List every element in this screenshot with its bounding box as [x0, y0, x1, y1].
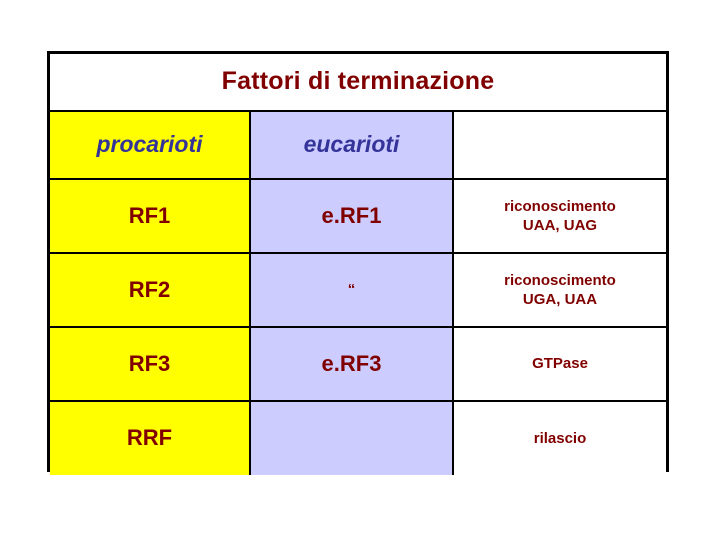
- prokaryote-factor-label: RF1: [128, 202, 171, 228]
- table-row: RF3 e.RF3 GTPase: [50, 326, 666, 402]
- column-header-eukaryotes: eucarioti: [249, 110, 454, 180]
- cell-prokaryote-rf2: RF2: [50, 252, 251, 328]
- cell-prokaryote-rf1: RF1: [50, 178, 251, 254]
- cell-eukaryote-empty: [249, 400, 454, 475]
- cell-function-rf1: riconoscimento UAA, UAG: [452, 178, 666, 254]
- function-line-2: UGA, UAA: [522, 291, 598, 308]
- function-line-1: rilascio: [533, 429, 587, 447]
- function-line-1: riconoscimento: [504, 271, 616, 289]
- function-line-1: riconoscimento: [504, 197, 616, 215]
- column-header-prokaryotes-label: procarioti: [96, 131, 203, 158]
- cell-function-rrf: rilascio: [452, 400, 666, 475]
- cell-prokaryote-rf3: RF3: [50, 326, 251, 402]
- page-title: Fattori di terminazione: [221, 67, 495, 96]
- table-row: RF1 e.RF1 riconoscimento UAA, UAG: [50, 178, 666, 254]
- column-header-prokaryotes: procarioti: [50, 110, 251, 180]
- table-row: RF2 “ riconoscimento UGA, UAA: [50, 252, 666, 328]
- termination-factors-table-container: Fattori di terminazione procarioti eucar…: [47, 51, 669, 475]
- cell-eukaryote-erf1: e.RF1: [249, 178, 454, 254]
- prokaryote-factor-label: RF2: [128, 276, 171, 302]
- table-header-row: procarioti eucarioti: [50, 110, 666, 180]
- function-description: riconoscimento UAA, UAG: [458, 197, 662, 235]
- cell-prokaryote-rrf: RRF: [50, 400, 251, 475]
- termination-factors-table: Fattori di terminazione procarioti eucar…: [50, 54, 666, 475]
- column-header-eukaryotes-label: eucarioti: [303, 131, 400, 158]
- function-description: GTPase: [458, 354, 662, 373]
- table-title-row: Fattori di terminazione: [50, 54, 666, 112]
- function-line-2: UAA, UAG: [522, 217, 598, 234]
- eukaryote-factor-label: e.RF3: [321, 350, 382, 376]
- prokaryote-factor-label: RRF: [126, 425, 173, 451]
- eukaryote-factor-label: e.RF1: [321, 202, 382, 228]
- cell-eukaryote-ditto: “: [249, 252, 454, 328]
- function-description: rilascio: [458, 429, 662, 448]
- cell-eukaryote-erf3: e.RF3: [249, 326, 454, 402]
- function-description: riconoscimento UGA, UAA: [458, 271, 662, 309]
- cell-function-rf3: GTPase: [452, 326, 666, 402]
- table-title-cell: Fattori di terminazione: [50, 54, 666, 112]
- column-header-function: [452, 110, 666, 180]
- table-row: RRF rilascio: [50, 400, 666, 475]
- prokaryote-factor-label: RF3: [128, 350, 171, 376]
- ditto-mark: “: [347, 281, 356, 298]
- function-line-1: GTPase: [532, 355, 588, 373]
- cell-function-rf2: riconoscimento UGA, UAA: [452, 252, 666, 328]
